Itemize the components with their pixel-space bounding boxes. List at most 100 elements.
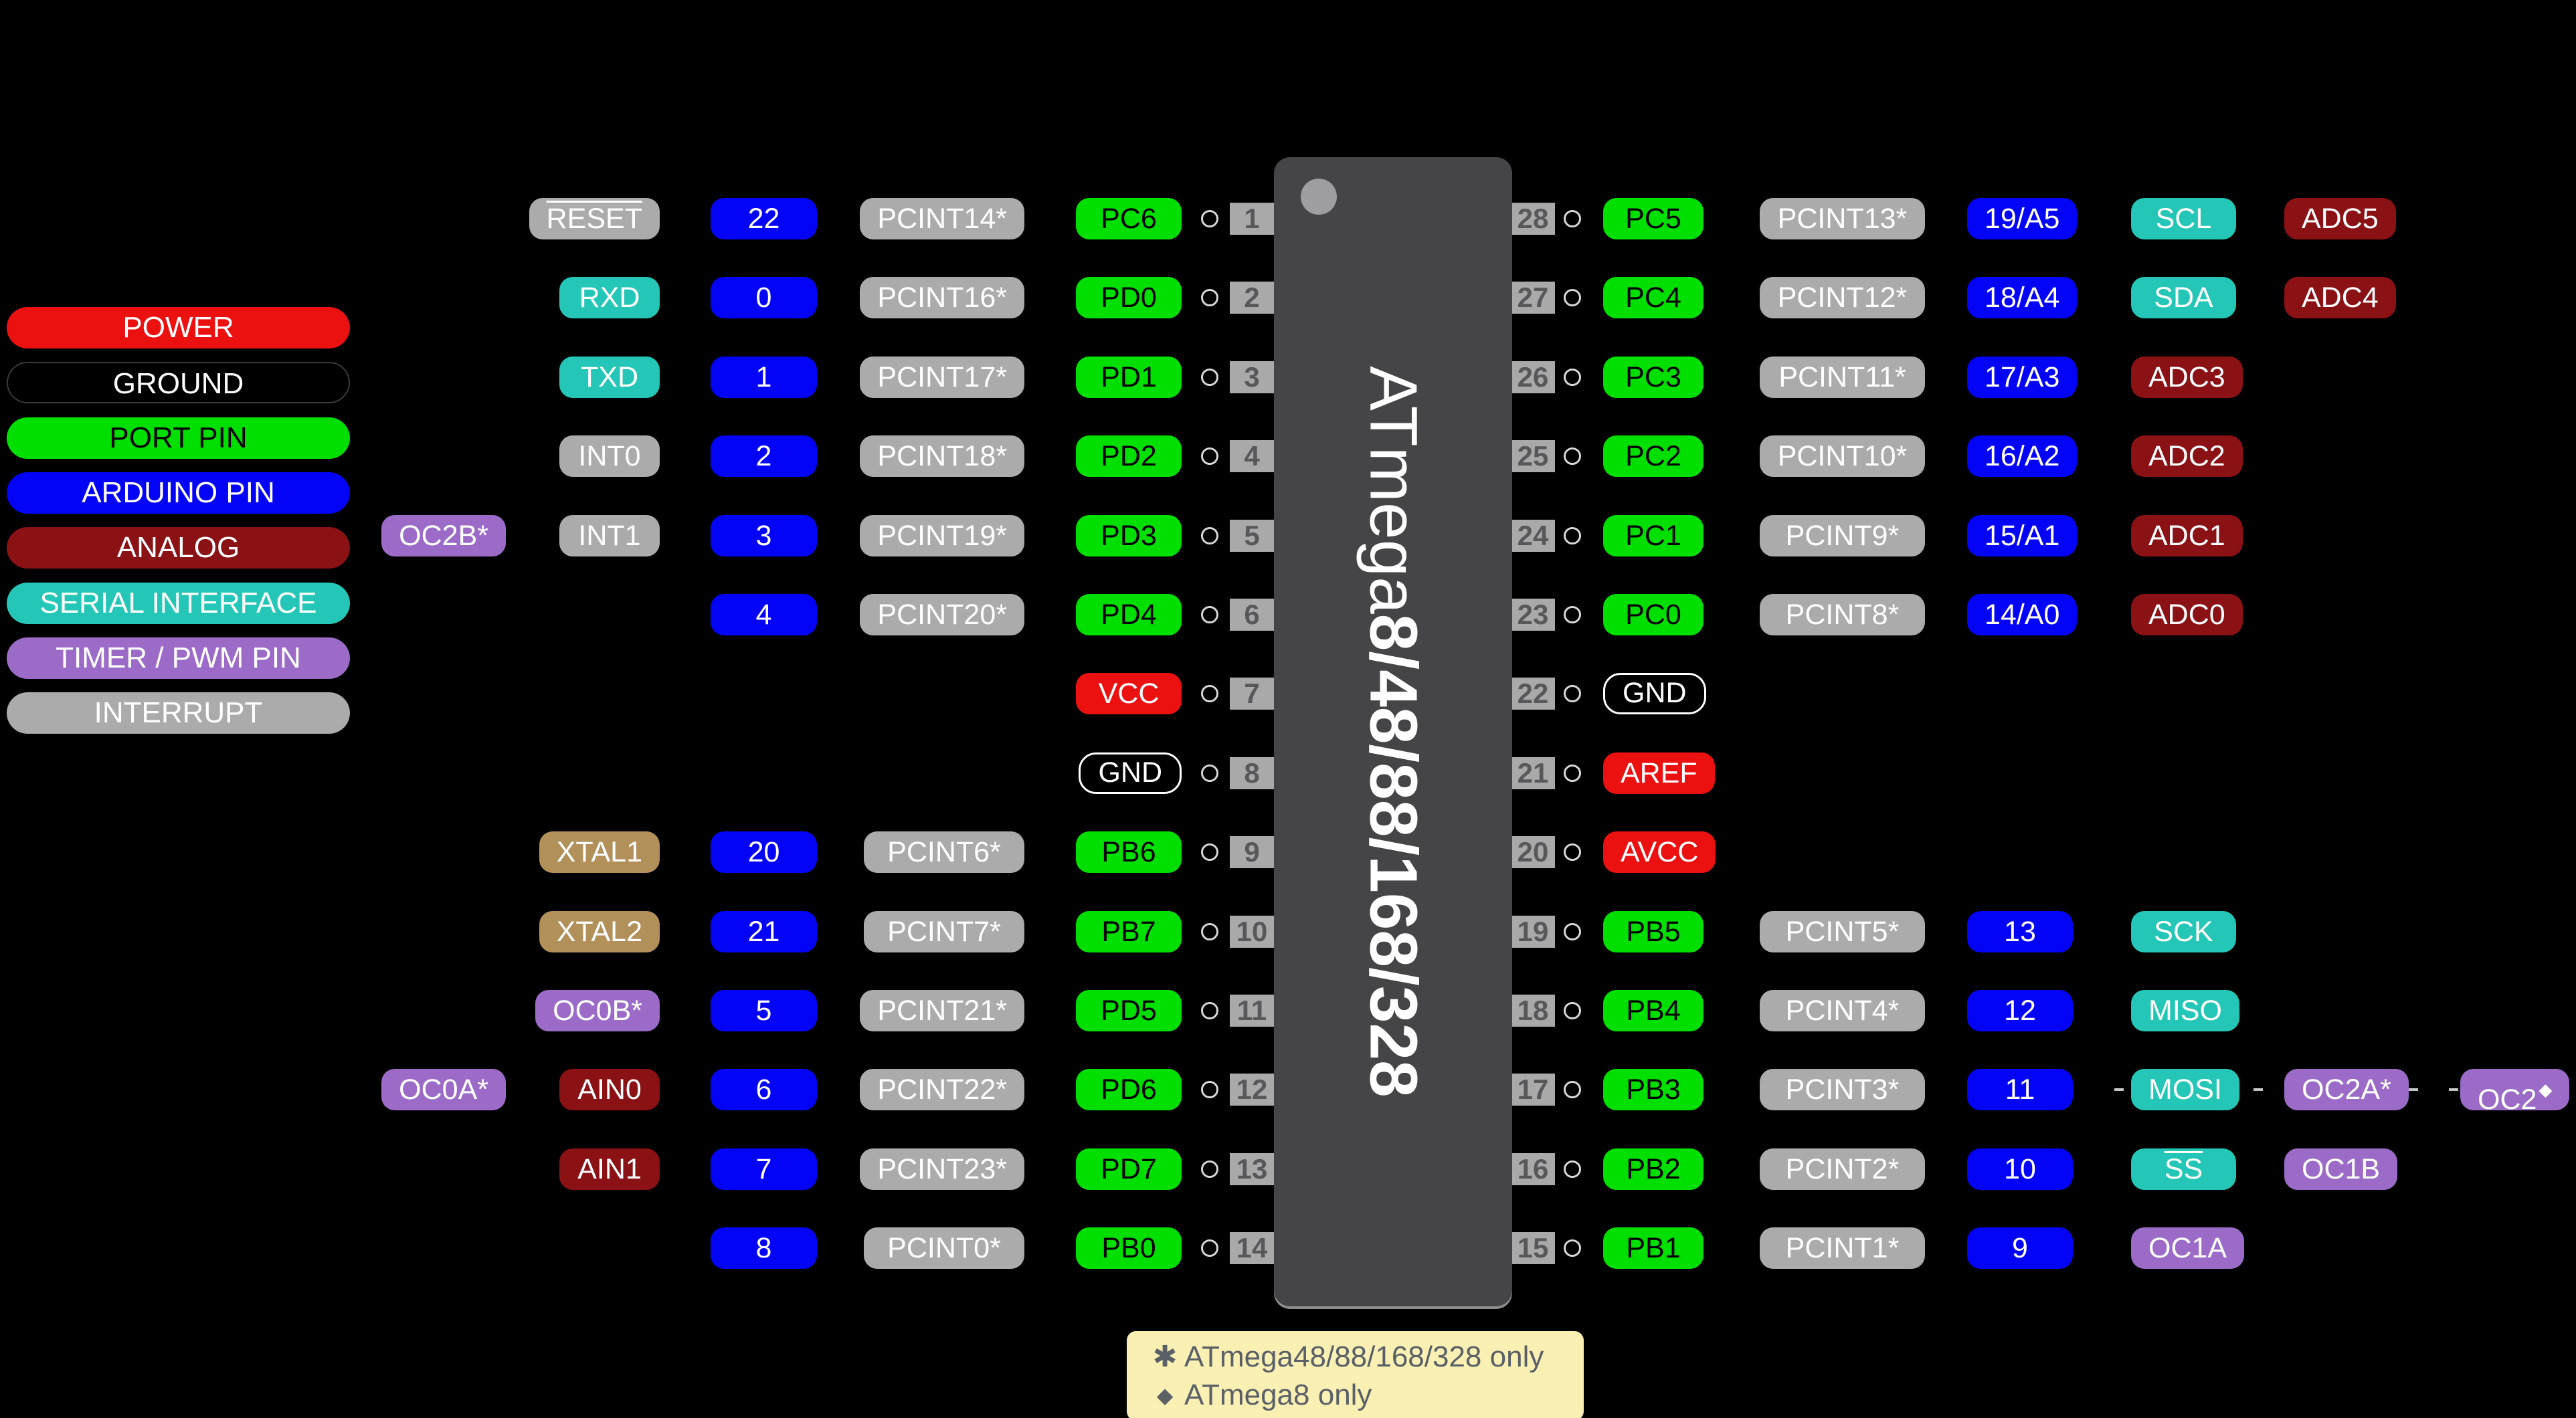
- legend-item-power: POWER: [7, 307, 350, 348]
- badge-label: 21: [747, 916, 780, 948]
- pin-27-stub: 27: [1511, 282, 1555, 314]
- legend-item-ground: GROUND: [7, 362, 350, 403]
- pin-1-pad-icon: [1201, 210, 1218, 227]
- badge-label: 20: [747, 836, 780, 868]
- badge-reset: RESET: [529, 198, 660, 239]
- badge-label: MOSI: [2148, 1074, 2222, 1106]
- badge-label: PCINT9*: [1785, 520, 1900, 552]
- badge-label: PB7: [1101, 916, 1156, 948]
- badge-label: PCINT19*: [877, 520, 1007, 552]
- badge-label: XTAL2: [556, 916, 642, 948]
- badge-label: 7: [755, 1153, 772, 1185]
- badge-2: 2: [711, 435, 817, 477]
- badge-label: AREF: [1621, 757, 1697, 789]
- diamond-icon: ◆: [1156, 1383, 1174, 1407]
- footnote-box: ✱ATmega48/88/168/328 only ◆ATmega8 only: [1127, 1331, 1584, 1418]
- badge-pb7: PB7: [1076, 911, 1182, 952]
- badge-label: SCK: [2154, 916, 2213, 948]
- badge-label: 17/A3: [1985, 361, 2060, 393]
- legend-item-timer: TIMER / PWM PIN: [7, 637, 350, 679]
- badge-pc2: PC2: [1603, 435, 1704, 477]
- badge-int1: INT1: [559, 515, 660, 556]
- pin-16-stub: 16: [1511, 1153, 1555, 1185]
- badge-pd1: PD1: [1076, 357, 1182, 398]
- badge-22: 22: [711, 198, 817, 239]
- legend-item-analog: ANALOG: [7, 527, 350, 569]
- badge-gnd: GND: [1603, 673, 1706, 714]
- badge-pd6: PD6: [1076, 1069, 1182, 1110]
- badge-label: INT1: [578, 520, 641, 552]
- badge-label: PD6: [1101, 1074, 1157, 1106]
- pin-4-pad-icon: [1201, 447, 1218, 465]
- badge-label: PCINT11*: [1778, 361, 1906, 393]
- pin-1-stub: 1: [1230, 203, 1274, 235]
- badge-pcint0: PCINT0*: [864, 1227, 1024, 1269]
- badge-pb3: PB3: [1603, 1069, 1704, 1110]
- pin-23-stub: 23: [1511, 599, 1555, 631]
- badge-label: PC1: [1625, 520, 1681, 552]
- chip-title-regular: ATmega: [1356, 366, 1431, 614]
- badge-6: 6: [711, 1069, 817, 1110]
- footnote-line-2: ◆ATmega8 only: [1145, 1376, 1584, 1415]
- badge-label: 13: [2004, 916, 2036, 948]
- badge-pc4: PC4: [1603, 277, 1704, 318]
- pin-7-pad-icon: [1201, 685, 1218, 702]
- pin-9-pad-icon: [1201, 843, 1218, 861]
- badge-label: PCINT12*: [1777, 282, 1908, 314]
- badge-label: PC4: [1625, 282, 1681, 314]
- pin-12-stub: 12: [1230, 1074, 1274, 1106]
- badge-label: SCL: [2155, 203, 2212, 235]
- badge-17a3: 17/A3: [1967, 357, 2078, 398]
- badge-label: RXD: [579, 282, 640, 314]
- badge-label: PCINT20*: [877, 599, 1007, 631]
- badge-pd4: PD4: [1076, 594, 1182, 635]
- badge-label: PCINT0*: [887, 1232, 1001, 1264]
- pin-17-pad-icon: [1564, 1081, 1581, 1098]
- badge-vcc: VCC: [1076, 673, 1182, 714]
- badge-pcint17: PCINT17*: [860, 357, 1024, 398]
- badge-pcint23: PCINT23*: [860, 1148, 1024, 1190]
- badge-pcint2: PCINT2*: [1760, 1148, 1925, 1190]
- footnote-line-1: ✱ATmega48/88/168/328 only: [1145, 1338, 1584, 1376]
- chip-title-bold: 8/48/88/168/328: [1356, 613, 1431, 1098]
- badge-21: 21: [711, 911, 817, 952]
- badge-mosi: MOSI: [2131, 1069, 2239, 1110]
- badge-label: 4: [755, 599, 772, 631]
- pin-26-pad-icon: [1564, 369, 1581, 386]
- chip-body: ATmega8/48/88/168/328: [1274, 157, 1512, 1306]
- pin-4-stub: 4: [1230, 440, 1274, 472]
- badge-pcint21: PCINT21*: [860, 990, 1024, 1031]
- footnote-text-1: ATmega48/88/168/328 only: [1184, 1340, 1544, 1373]
- badge-label: PB5: [1626, 916, 1681, 948]
- badge-oc0b: OC0B*: [535, 990, 660, 1031]
- badge-label: AIN1: [577, 1153, 642, 1185]
- badge-label: TXD: [581, 361, 638, 393]
- badge-pcint9: PCINT9*: [1760, 515, 1925, 556]
- pin-3-pad-icon: [1201, 369, 1218, 386]
- badge-label: PCINT23*: [877, 1153, 1007, 1185]
- badge-ss: SS: [2131, 1148, 2236, 1190]
- badge-label: ADC5: [2302, 203, 2379, 235]
- dash-connector: [2409, 1088, 2418, 1091]
- badge-3: 3: [711, 515, 817, 556]
- pin-24-stub: 24: [1511, 520, 1555, 552]
- badge-label: ADC2: [2148, 440, 2225, 472]
- badge-label: PD3: [1101, 520, 1157, 552]
- badge-oc2a: OC2A*: [2284, 1069, 2409, 1110]
- badge-pcint19: PCINT19*: [860, 515, 1024, 556]
- badge-pc5: PC5: [1603, 198, 1704, 239]
- pin-13-stub: 13: [1230, 1153, 1274, 1185]
- badge-pb0: PB0: [1076, 1227, 1182, 1269]
- badge-label: OC0A*: [399, 1074, 488, 1106]
- badge-label: PD2: [1101, 440, 1157, 472]
- badge-10: 10: [1967, 1148, 2073, 1190]
- pin-25-stub: 25: [1511, 440, 1555, 472]
- badge-pcint12: PCINT12*: [1760, 277, 1925, 318]
- badge-pcint1: PCINT1*: [1760, 1227, 1925, 1269]
- badge-label: RESET: [546, 203, 642, 235]
- badge-oc1a: OC1A: [2131, 1227, 2245, 1269]
- badge-pb1: PB1: [1603, 1227, 1704, 1269]
- pin-20-stub: 20: [1511, 836, 1555, 868]
- badge-pcint7: PCINT7*: [864, 911, 1024, 952]
- pin-25-pad-icon: [1564, 447, 1581, 465]
